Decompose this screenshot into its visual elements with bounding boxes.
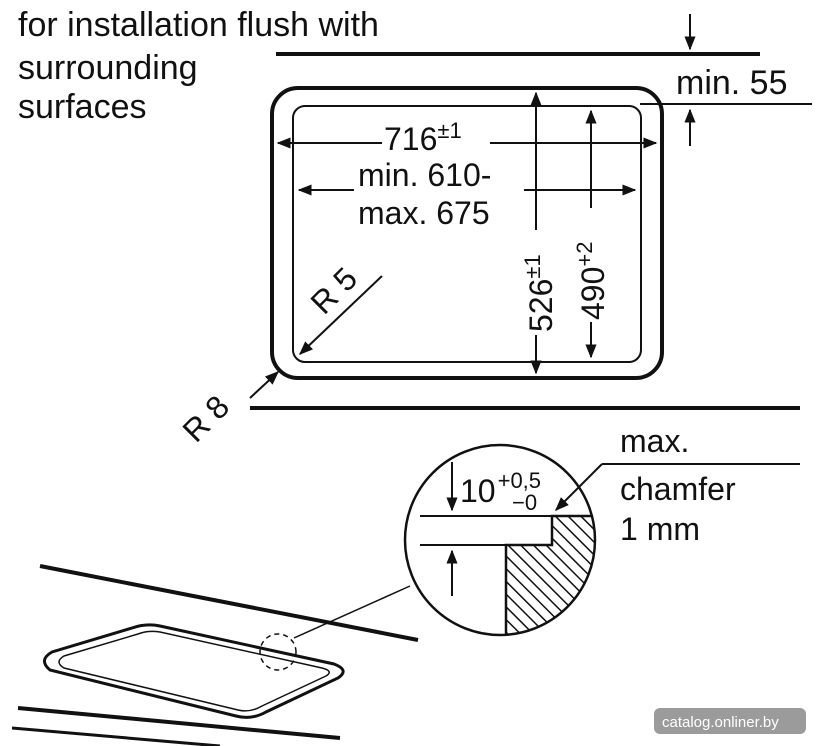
heading-line-2: surrounding — [18, 49, 198, 87]
inner-radius-label: R 5 — [303, 260, 364, 321]
installation-heading: for installation flush with surrounding … — [18, 6, 379, 126]
watermark-text: catalog.onliner.by — [662, 714, 779, 731]
edge-detail-view: 10+0,5 −0 — [403, 443, 597, 637]
outer-radius-label: R 8 — [175, 388, 236, 449]
outer-depth-label: 526±1 — [520, 254, 559, 332]
heading-line-1: for installation flush with — [18, 6, 379, 44]
chamfer-leader-arrow — [555, 463, 603, 511]
detail-leader-line — [293, 585, 411, 639]
outer-radius-annotation: R 8 — [175, 371, 280, 449]
inner-width-min-label: min. 610- — [358, 157, 491, 193]
outer-depth-dimension: 526±1 — [520, 91, 559, 375]
inner-width-dimension: min. 610- max. 675 — [297, 157, 637, 231]
perspective-cutout-outer — [43, 623, 345, 719]
perspective-view — [11, 564, 419, 746]
chamfer-label-line-3: 1 mm — [620, 511, 700, 547]
outer-width-dimension: 716±1 — [276, 118, 658, 157]
perspective-cutout-inner — [58, 630, 330, 712]
recess-tolerance-minus: −0 — [512, 490, 537, 515]
detail-circle — [403, 443, 597, 637]
chamfer-label-line-2: chamfer — [620, 471, 736, 507]
min-depth-annotation: min. 55 — [640, 14, 812, 146]
chamfer-annotation: max. chamfer 1 mm — [555, 423, 800, 547]
outer-width-label: 716±1 — [384, 118, 462, 157]
heading-line-3: surfaces — [18, 88, 147, 126]
watermark: catalog.onliner.by — [654, 708, 806, 734]
min-depth-label: min. 55 — [676, 64, 788, 102]
perspective-worktop-front-edge — [17, 706, 341, 740]
perspective-worktop-edge — [39, 564, 419, 642]
perspective-worktop-lower-edge — [11, 726, 221, 746]
inner-depth-label: 490+2 — [572, 242, 611, 320]
inner-depth-dimension: 490+2 — [572, 109, 611, 359]
cutout-inner-outline — [292, 105, 642, 363]
inner-width-max-label: max. 675 — [358, 195, 490, 231]
detail-marker-circle — [259, 633, 297, 671]
inner-radius-annotation: R 5 — [298, 260, 383, 355]
cutout-outer-outline — [270, 86, 664, 380]
recess-depth-label: 10+0,5 — [460, 468, 541, 509]
chamfer-label-line-1: max. — [620, 423, 689, 459]
